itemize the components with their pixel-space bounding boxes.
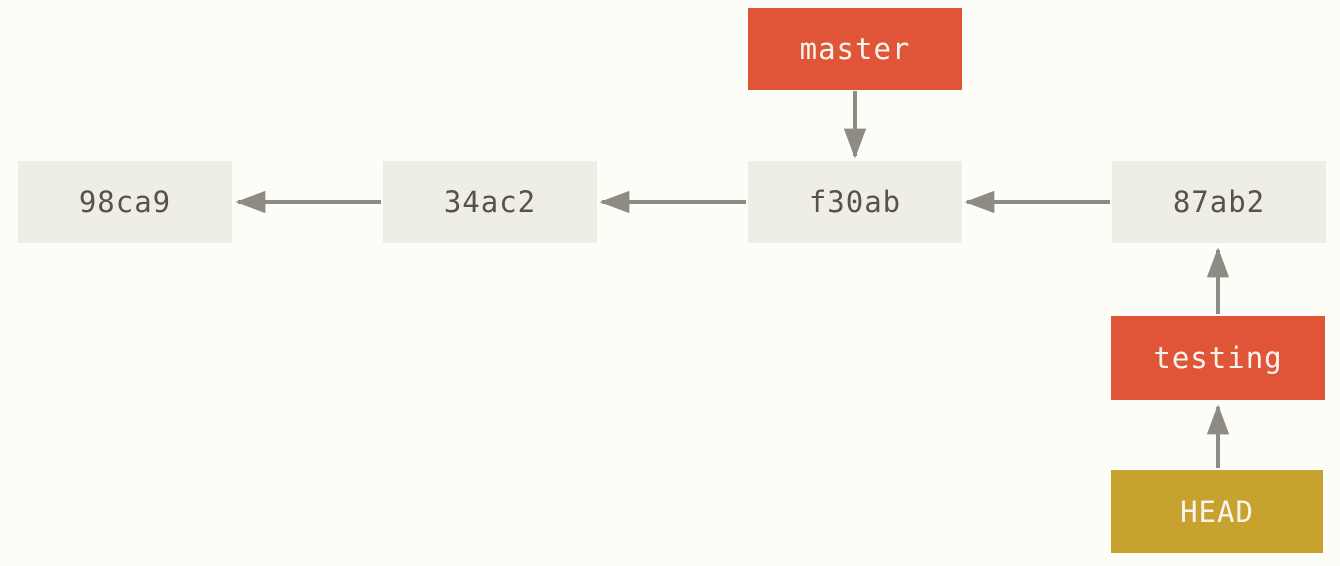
- head-name: HEAD: [1180, 494, 1254, 529]
- branch-name: master: [799, 32, 911, 66]
- commit-id: f30ab: [808, 185, 902, 219]
- commit-id: 34ac2: [443, 185, 537, 219]
- branch-label-master: master: [748, 8, 962, 90]
- branch-label-testing: testing: [1111, 316, 1325, 400]
- commit-node-f30ab: f30ab: [748, 161, 962, 243]
- head-label: HEAD: [1111, 470, 1323, 553]
- commit-node-34ac2: 34ac2: [383, 161, 597, 243]
- commit-id: 98ca9: [78, 185, 172, 219]
- commit-id: 87ab2: [1172, 185, 1266, 219]
- branch-name: testing: [1153, 341, 1283, 375]
- commit-node-98ca9: 98ca9: [18, 161, 232, 243]
- commit-node-87ab2: 87ab2: [1112, 161, 1326, 243]
